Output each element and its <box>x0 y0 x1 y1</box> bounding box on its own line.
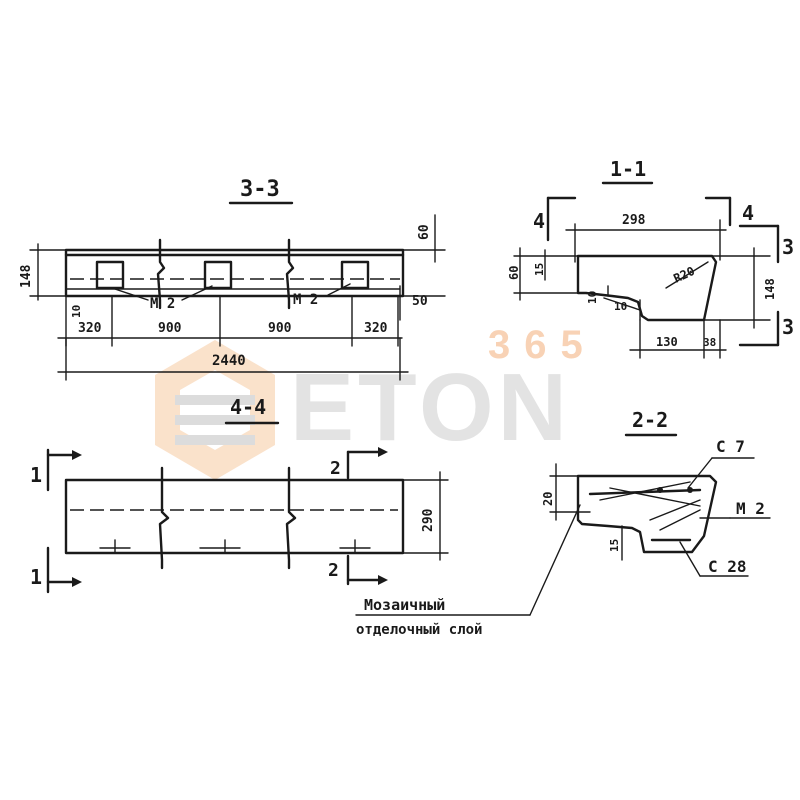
watermark-number: 365 <box>488 323 597 367</box>
section-3-3-title: 3-3 <box>240 177 280 202</box>
dim-4-4-height: 290 <box>421 508 436 532</box>
watermark-logo-stripes <box>175 395 255 405</box>
cut-4-4-right-bottom: 2 <box>328 560 339 581</box>
note-mosaic-layer: Мозаичный отделочный слой <box>355 504 581 638</box>
embedded-plate-3 <box>340 260 370 290</box>
watermark-logo-inner <box>180 370 250 450</box>
watermark: 365 ETON <box>155 323 597 480</box>
cut-4-4-left-top: 1 <box>30 463 42 487</box>
section-1-1: 1-1 4 4 298 R20 60 15 10 10 148 <box>507 157 794 359</box>
note-line1: Мозаичный <box>364 596 445 614</box>
watermark-brand: ETON <box>290 354 571 461</box>
embedded-plate-2 <box>203 260 233 290</box>
cut-4-4-left-bottom: 1 <box>30 565 42 589</box>
note-line2: отделочный слой <box>356 622 482 638</box>
cut-1-1-right-upper: 3 <box>782 235 794 259</box>
dim-3-3-left-small: 10 <box>70 305 83 318</box>
cut-1-1-left-top: 4 <box>533 209 545 233</box>
dim-3-3-seg3: 900 <box>268 321 292 336</box>
dim-1-1-height: 148 <box>763 278 777 300</box>
label-2-2-c28: C 28 <box>708 557 747 576</box>
section-2-2: 2-2 20 15 C 7 M 2 C 28 <box>541 408 771 577</box>
embedded-plate-1 <box>95 260 125 290</box>
dim-3-3-top-right: 60 <box>417 224 432 240</box>
section-4-4: 4-4 290 1 1 2 2 <box>30 395 449 594</box>
cut-4-4-right-top: 2 <box>330 458 341 479</box>
section-1-1-profile <box>576 254 718 322</box>
dim-1-1-width: 298 <box>622 213 646 228</box>
section-2-2-title: 2-2 <box>632 408 668 432</box>
dim-3-3-total: 2440 <box>212 353 246 369</box>
label-2-2-c7: C 7 <box>716 437 745 456</box>
dim-1-1-left-outer: 60 <box>507 266 521 280</box>
dim-1-1-bottom-right: 38 <box>703 336 716 349</box>
dim-3-3-seg1: 320 <box>78 321 102 336</box>
cut-1-1-right-top: 4 <box>742 201 754 225</box>
dim-1-1-step-w: 10 <box>614 300 627 313</box>
dim-3-3-bottom-right: 50 <box>412 294 428 309</box>
section-3-3-outline <box>64 248 405 298</box>
label-3-3-m2-left: M 2 <box>150 296 175 312</box>
dim-2-2-side: 15 <box>608 539 621 552</box>
dim-1-1-left-inner: 15 <box>533 263 546 276</box>
label-3-3-m2-right: M 2 <box>293 292 318 308</box>
dim-1-1-bottom: 130 <box>656 335 678 349</box>
section-3-3: 3-3 148 10 60 50 M 2 M 2 <box>19 177 446 381</box>
section-4-4-title: 4-4 <box>230 395 266 419</box>
dim-2-2-top: 20 <box>541 492 555 506</box>
dim-3-3-seg4: 320 <box>364 321 388 336</box>
cut-1-1-right-lower: 3 <box>782 315 794 339</box>
dim-3-3-height: 148 <box>19 264 34 288</box>
section-1-1-title: 1-1 <box>610 157 646 181</box>
dim-1-1-step: 10 <box>586 291 599 304</box>
section-4-4-outline <box>64 478 405 555</box>
section-2-2-profile <box>576 474 718 554</box>
label-2-2-m2: M 2 <box>736 499 765 518</box>
dim-3-3-seg2: 900 <box>158 321 182 336</box>
